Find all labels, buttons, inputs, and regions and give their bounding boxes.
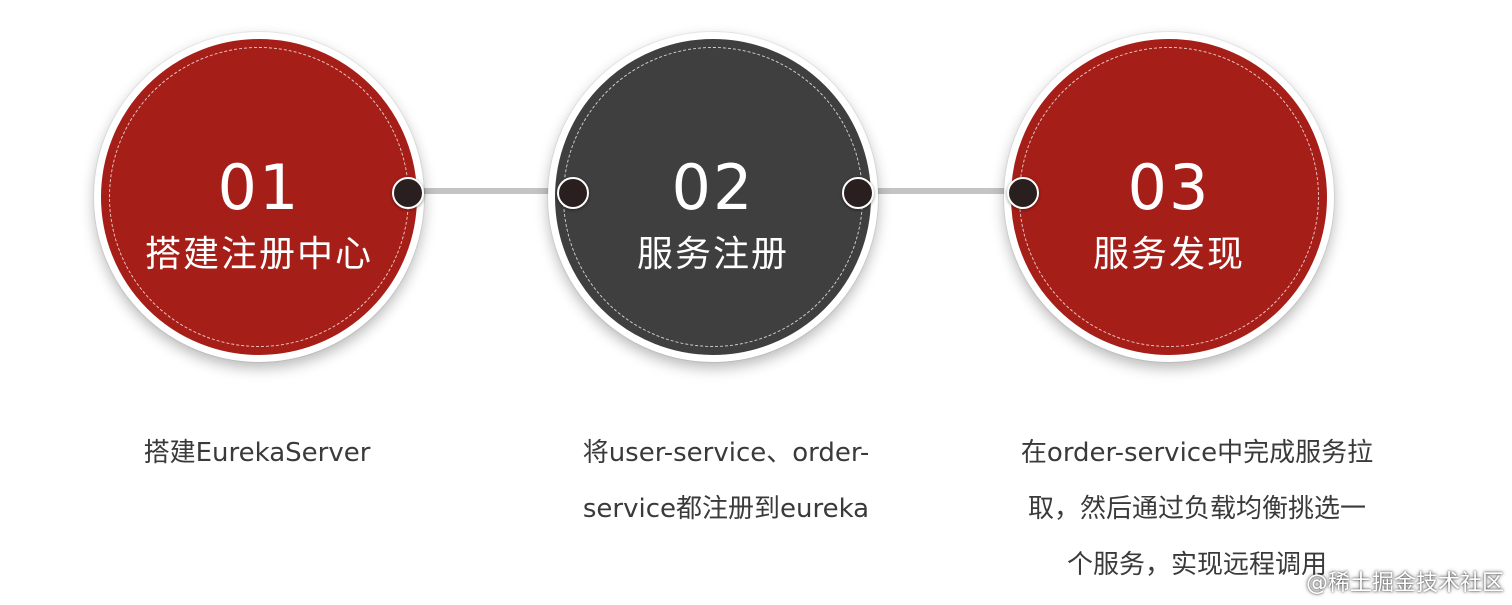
description-line: 将user-service、order- <box>582 438 870 468</box>
step-description-1: 搭建EurekaServer <box>47 425 467 481</box>
step-number-1: 01 <box>217 151 301 224</box>
step-title-3: 服务发现 <box>1092 234 1245 275</box>
description-line: 搭建EurekaServer <box>143 438 371 468</box>
step-number-3: 03 <box>1127 151 1211 224</box>
step-circle-3: 03 服务发现 <box>1004 32 1334 362</box>
step-description-2: 将user-service、order- service都注册到eureka <box>516 425 936 537</box>
step-title-2: 服务注册 <box>636 234 789 275</box>
step-circle-1: 01 搭建注册中心 <box>94 32 424 362</box>
description-line: service都注册到eureka <box>582 494 870 524</box>
step-description-3: 在order-service中完成服务拉 取，然后通过负载均衡挑选一 个服务，实… <box>987 425 1407 593</box>
description-line: 个服务，实现远程调用 <box>1066 550 1327 580</box>
step-circle-2: 02 服务注册 <box>548 32 878 362</box>
connector-dot-2-left <box>557 177 589 209</box>
connector-dot-1-right <box>392 177 424 209</box>
connector-line-2-3 <box>860 188 1025 194</box>
description-line: 取，然后通过负载均衡挑选一 <box>1027 494 1366 524</box>
connector-dot-3-left <box>1007 177 1039 209</box>
watermark: @稀土掘金技术社区 <box>1305 571 1504 596</box>
description-line: 在order-service中完成服务拉 <box>1020 438 1374 468</box>
step-number-2: 02 <box>671 151 755 224</box>
connector-dot-2-right <box>842 177 874 209</box>
connector-line-1-2 <box>410 188 575 194</box>
step-title-1: 搭建注册中心 <box>144 234 373 275</box>
